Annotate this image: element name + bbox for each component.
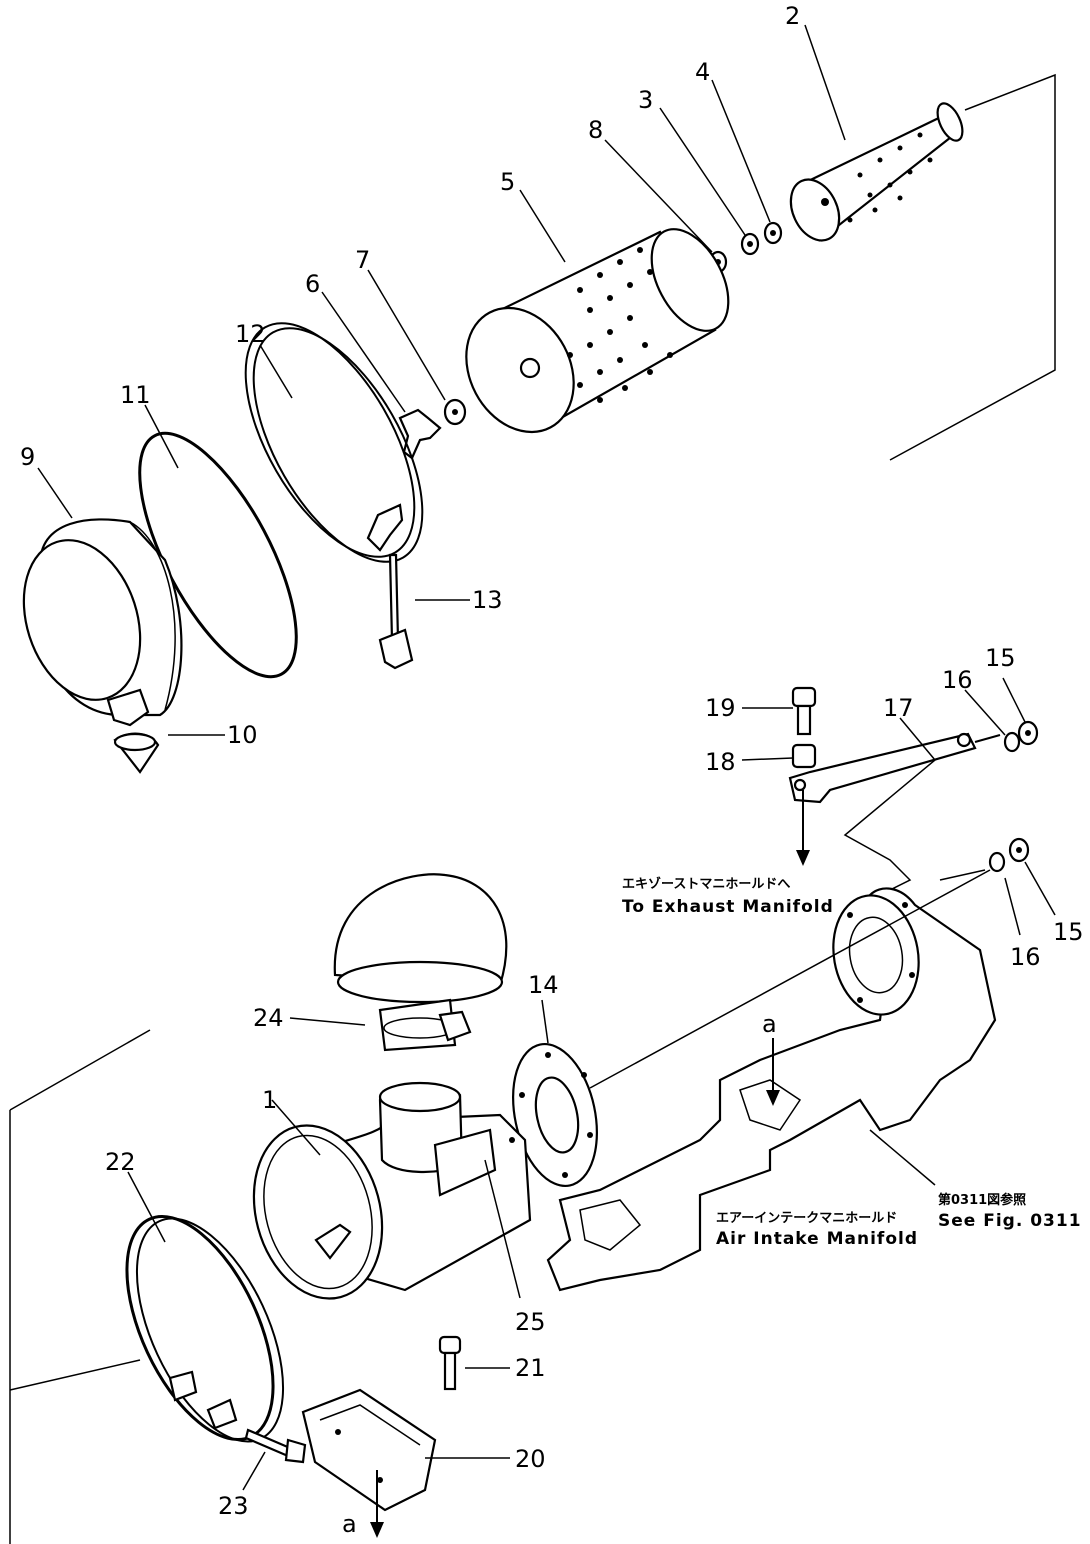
part-15-nut-lower — [1008, 837, 1030, 863]
callout-24: 24 — [253, 1004, 284, 1032]
part-16-washer-top — [1003, 731, 1021, 753]
bracket-outline-lines — [843, 759, 986, 896]
air-intake-manifold — [546, 887, 997, 1292]
part-19-bolt — [791, 686, 817, 736]
captions: エキゾーストマニホールドへ To Exhaust Manifold エアーインテ… — [622, 876, 1082, 1249]
callout-6: 6 — [305, 270, 320, 298]
part-12-clamp-band — [244, 322, 424, 563]
callout-10: 10 — [227, 721, 258, 749]
callout-1: 1 — [262, 1086, 277, 1114]
exhaust-caption-jp: エキゾーストマニホールドへ — [622, 876, 790, 892]
callout-23: 23 — [218, 1492, 249, 1520]
part-18-spacer — [791, 743, 817, 769]
callout-21: 21 — [515, 1354, 546, 1382]
callout-20: 20 — [515, 1445, 546, 1473]
frame-lines — [9, 73, 1056, 1544]
callout-7: 7 — [355, 246, 370, 274]
callout-3: 3 — [638, 86, 653, 114]
ref-a-top: a — [762, 1010, 777, 1038]
callout-9: 9 — [20, 443, 35, 471]
seefig-caption-jp: 第0311図参照 — [938, 1192, 1026, 1208]
callout-16-lower: 16 — [1010, 943, 1041, 971]
ref-a-bottom: a — [342, 1510, 357, 1538]
part-14-gasket — [512, 1042, 598, 1188]
seefig-caption-en: See Fig. 0311 — [938, 1211, 1082, 1231]
part-23-bolt — [244, 1428, 307, 1464]
ref-a-arrow-bottom — [370, 1470, 384, 1538]
callout-leader-lines — [37, 24, 1056, 1491]
callout-8: 8 — [588, 116, 603, 144]
callout-18: 18 — [705, 748, 736, 776]
part-3-washer — [740, 232, 760, 256]
part-16-washer-lower — [988, 851, 1006, 873]
part-4-nut — [763, 221, 783, 245]
part-1-air-cleaner-body — [252, 1081, 532, 1300]
part-17-stay — [788, 732, 1001, 804]
callout-2: 2 — [785, 2, 800, 30]
part-5-filter-element — [465, 228, 730, 434]
ref-a-arrow-top — [766, 1038, 780, 1106]
part-24-rain-cap — [333, 873, 508, 1052]
callout-14: 14 — [528, 971, 559, 999]
callout-19: 19 — [705, 694, 736, 722]
callout-25: 25 — [515, 1308, 546, 1336]
gasket-leader — [589, 869, 991, 1089]
callout-12: 12 — [235, 320, 266, 348]
callout-22: 22 — [105, 1148, 136, 1176]
callout-13: 13 — [472, 586, 503, 614]
part-21-bolt — [438, 1335, 462, 1391]
callout-16-top: 16 — [942, 666, 973, 694]
exhaust-arrow — [796, 790, 810, 866]
part-9-dust-cup — [22, 518, 183, 727]
part-2-inner-element — [789, 102, 964, 242]
part-20-bracket — [301, 1388, 437, 1512]
callout-15-top: 15 — [985, 644, 1016, 672]
callout-4: 4 — [695, 58, 710, 86]
part-10-evacuator-valve — [113, 732, 160, 774]
callout-11: 11 — [120, 381, 151, 409]
intake-caption-jp: エアーインテークマニホールド — [716, 1211, 897, 1226]
intake-caption-en: Air Intake Manifold — [716, 1229, 918, 1249]
callout-labels: 2 4 3 8 5 7 6 12 11 9 13 10 19 18 17 16 … — [20, 2, 1084, 1538]
part-7-nut — [443, 398, 467, 426]
part-15-nut-top — [1017, 720, 1039, 746]
part-6-wing-nut — [398, 408, 442, 460]
callout-15-lower: 15 — [1053, 918, 1084, 946]
exhaust-caption-en: To Exhaust Manifold — [622, 897, 834, 917]
callout-5: 5 — [500, 168, 515, 196]
part-13-bolt — [378, 553, 414, 670]
callout-17: 17 — [883, 694, 914, 722]
